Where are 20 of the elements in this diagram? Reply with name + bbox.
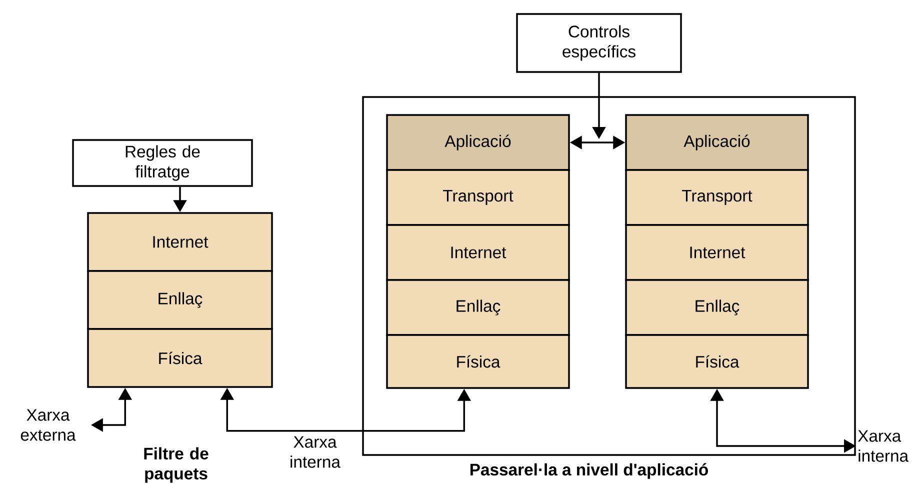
layer-box: Internet xyxy=(625,224,809,281)
layer-box: Física xyxy=(386,334,570,389)
layer-box: Internet xyxy=(386,224,570,281)
layer-box: Internet xyxy=(87,212,273,272)
layer-box: Física xyxy=(625,334,809,389)
network-label: Xarxa externa xyxy=(20,409,76,441)
edge-label: Xarxa interna xyxy=(280,434,350,470)
layer-box: Enllaç xyxy=(386,279,570,336)
layer-box: Transport xyxy=(625,169,809,226)
process-box: Controls específics xyxy=(516,13,682,73)
layer-box: Enllaç xyxy=(625,279,809,336)
layer-box: Enllaç xyxy=(87,270,273,330)
layer-box: Física xyxy=(87,328,273,388)
layer-box: Aplicació xyxy=(386,114,570,171)
layer-box: Aplicació xyxy=(625,114,809,171)
caption-label: Filtre de paquets xyxy=(144,447,208,483)
network-label: Xarxa interna xyxy=(858,430,909,462)
process-box: Regles de filtratge xyxy=(72,139,253,187)
gateway-title: Passarel·la a nivell d'aplicació xyxy=(470,463,708,479)
layer-box: Transport xyxy=(386,169,570,226)
